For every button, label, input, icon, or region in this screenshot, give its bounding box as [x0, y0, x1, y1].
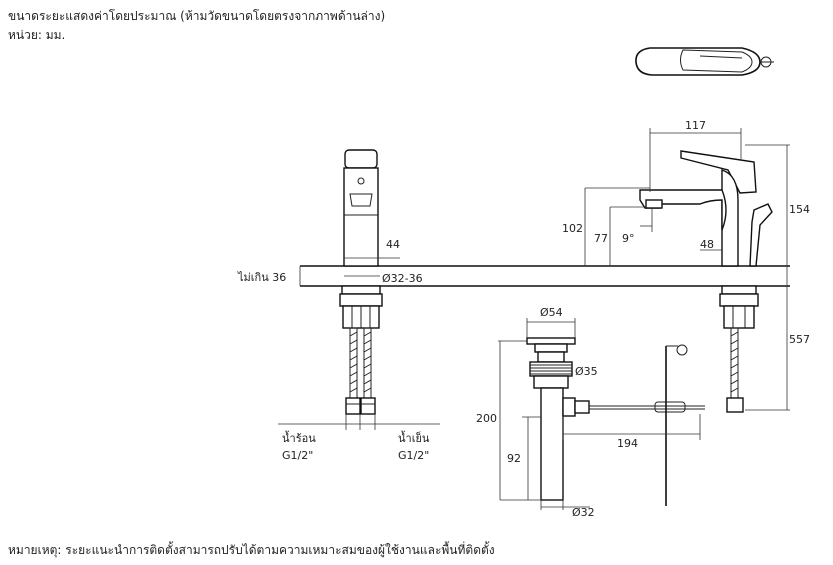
dim-557: 557 [789, 333, 810, 346]
dim-max36: ไม่เกิน 36 [237, 271, 286, 284]
dim-angle: 9° [622, 232, 635, 245]
unit-text: หน่วย: มม. [8, 28, 66, 42]
front-view-faucet [278, 149, 440, 430]
dim-48: 48 [700, 238, 714, 251]
dim-32: Ø32 [572, 506, 595, 519]
popup-waste-drawing [498, 318, 705, 510]
hot-label: น้ำร้อน [282, 430, 316, 445]
disclaimer-text: ขนาดระยะแสดงค่าโดยประมาณ (ห้ามวัดขนาดโดย… [8, 9, 386, 23]
dim-44: 44 [386, 238, 400, 251]
cold-thread-label: G1/2" [398, 449, 429, 462]
dim-92: 92 [507, 452, 521, 465]
dim-hole: Ø32-36 [382, 272, 423, 285]
dim-117: 117 [685, 119, 706, 132]
dim-102: 102 [562, 222, 583, 235]
dim-54: Ø54 [540, 306, 563, 319]
hot-thread-label: G1/2" [282, 449, 313, 462]
dim-194: 194 [617, 437, 638, 450]
cold-label: น้ำเย็น [398, 430, 430, 445]
footer-note: หมายเหตุ: ระยะแนะนำการติดตั้งสามารถปรับไ… [8, 543, 495, 557]
side-view-faucet [584, 128, 790, 413]
dim-200: 200 [476, 412, 497, 425]
counter-lines [299, 265, 790, 287]
dim-77: 77 [594, 232, 608, 245]
dim-35: Ø35 [575, 365, 598, 378]
dim-154: 154 [789, 203, 810, 216]
top-view [635, 47, 774, 76]
